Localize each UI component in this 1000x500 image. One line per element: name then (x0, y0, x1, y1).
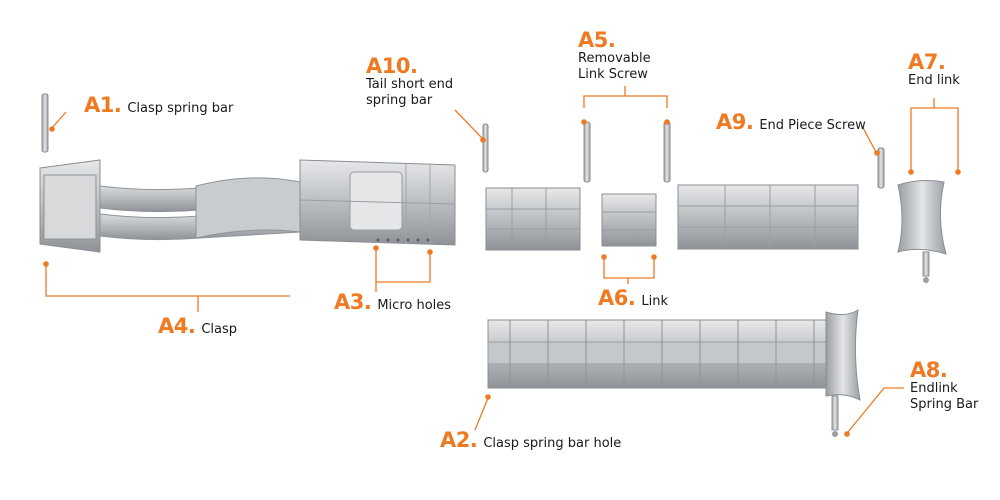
label-a3-code: A3. (334, 290, 372, 314)
label-a9: A9. End Piece Screw (716, 112, 866, 134)
label-a2-text: Clasp spring bar hole (483, 436, 622, 451)
label-a4-text: Clasp (201, 322, 238, 337)
single-link-illustration (601, 193, 657, 247)
links-right-illustration (677, 184, 859, 250)
callout-lines (45, 86, 959, 433)
label-a8: A8. Endlink Spring Bar (910, 360, 978, 413)
label-a4-code: A4. (158, 314, 196, 338)
tail-spring-bar-part (482, 123, 489, 173)
label-a7-text: End link (908, 73, 960, 88)
label-a8-line2: Spring Bar (910, 397, 979, 412)
label-a10: A10. Tail short end spring bar (366, 56, 453, 109)
label-a8-line1: Endlink (910, 381, 958, 396)
label-a5-line1: Removable (578, 51, 651, 66)
label-a10-line2: spring bar (366, 93, 433, 108)
label-a1-text: Clasp spring bar (127, 101, 234, 116)
removable-link-screw-left (583, 121, 591, 183)
label-a3-text: Micro holes (377, 298, 452, 313)
label-a4: A4. Clasp (158, 316, 237, 338)
label-a5-code: A5. (578, 28, 616, 52)
clasp-illustration (39, 159, 456, 253)
end-link-illustration (897, 180, 947, 283)
label-a6-text: Link (641, 294, 668, 309)
removable-link-screw-right (663, 121, 671, 183)
label-a9-code: A9. (716, 110, 754, 134)
label-a5-line2: Link Screw (578, 67, 648, 82)
links-left-illustration (485, 187, 581, 251)
label-a3: A3. Micro holes (334, 292, 451, 314)
clasp-spring-bar-part (41, 93, 49, 153)
label-a2: A2. Clasp spring bar hole (440, 430, 621, 452)
label-a7-code: A7. (908, 50, 946, 74)
label-a10-line1: Tail short end (366, 77, 454, 92)
label-a10-code: A10. (366, 54, 418, 78)
label-a9-text: End Piece Screw (759, 118, 866, 133)
label-a7: A7. End link (908, 52, 960, 89)
end-piece-screw-part (877, 147, 885, 189)
label-a1: A1. Clasp spring bar (84, 95, 233, 117)
label-a8-code: A8. (910, 358, 948, 382)
label-a5: A5. Removable Link Screw (578, 30, 651, 83)
label-a6: A6. Link (598, 288, 668, 310)
label-a2-code: A2. (440, 428, 478, 452)
label-a6-code: A6. (598, 286, 636, 310)
label-a1-code: A1. (84, 93, 122, 117)
callout-dots (43, 119, 961, 437)
bracelet-illustration (487, 309, 861, 437)
